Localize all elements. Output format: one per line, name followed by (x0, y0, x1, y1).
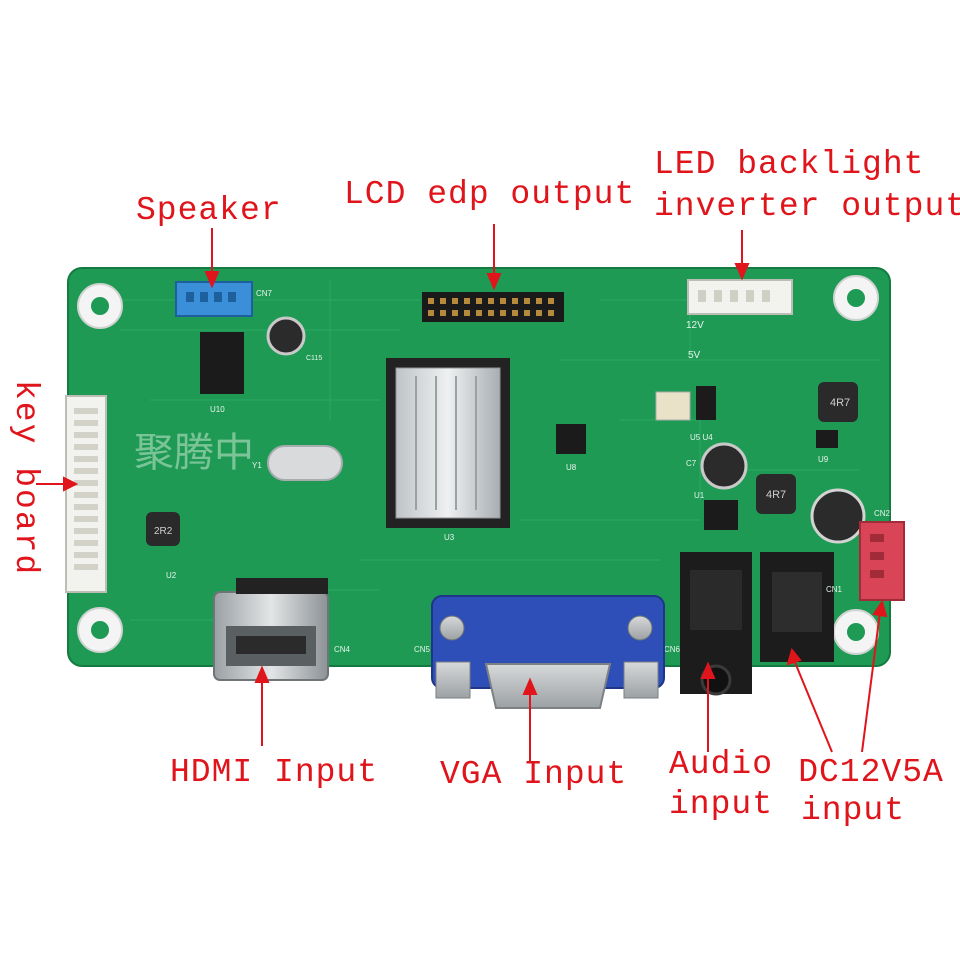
inductor-label-c: 2R2 (154, 526, 173, 537)
5v-silk: 5V (688, 350, 701, 361)
u9-silk: U9 (818, 455, 829, 464)
chip-u1 (704, 500, 738, 530)
capacitor-large (810, 488, 866, 544)
power-connector-cn2 (859, 521, 905, 601)
u1-silk: U1 (694, 491, 705, 500)
u10-silk: U10 (210, 405, 225, 414)
label-speaker: Speaker (136, 192, 282, 229)
chip-u5 (655, 391, 691, 421)
u8-silk: U8 (566, 463, 577, 472)
arrow-dc (793, 659, 833, 753)
callout-arrows (36, 224, 888, 762)
label-key-board: key board (7, 380, 44, 577)
label-lcd-edp-output: LCD edp output (344, 176, 636, 213)
lcd-edp-header (422, 292, 564, 322)
label-dc-input: input (800, 792, 906, 829)
label-inverter-output: inverter output (654, 188, 960, 225)
u2-silk: U2 (166, 571, 177, 580)
inductor-4r7-a (818, 382, 858, 422)
inductor-label-a: 4R7 (830, 397, 850, 409)
label-led-backlight: LED backlight (654, 146, 925, 183)
cn7-silk: CN7 (256, 289, 273, 298)
c115-silk: C115 (306, 355, 322, 362)
capacitor-c115 (266, 316, 306, 356)
chip-u4 (696, 386, 716, 420)
label-dc12v5a: DC12V5A (798, 754, 944, 791)
u3-silk: U3 (444, 533, 455, 542)
cn1-silk: CN1 (826, 585, 843, 594)
amplifier-chip (200, 332, 244, 394)
crystal-y1 (267, 445, 343, 481)
inductor-4r7-b (756, 474, 796, 514)
y1-silk: Y1 (252, 461, 262, 470)
vga-connector (431, 595, 665, 709)
c7-silk: C7 (686, 459, 697, 468)
cn5-silk: CN5 (414, 645, 431, 654)
cn6-silk: CN6 (664, 645, 681, 654)
arrow-cn2 (861, 611, 881, 753)
cn4-silk: CN4 (334, 645, 351, 654)
chip-u9 (816, 430, 838, 448)
u5u4-silk: U5 U4 (690, 433, 713, 442)
label-audio-input: input (668, 786, 774, 823)
hdmi-connector (213, 578, 329, 681)
inductor-label-b: 4R7 (766, 489, 786, 501)
label-audio: Audio (668, 746, 774, 783)
heatsink (395, 367, 501, 519)
label-vga-input: VGA Input (440, 756, 628, 793)
capacitor-c7 (700, 442, 748, 490)
12v-silk: 12V (686, 320, 704, 331)
watermark: 聚腾中 (134, 431, 254, 475)
chip-u8 (556, 424, 586, 454)
cn2-silk: CN2 (874, 509, 891, 518)
label-hdmi-input: HDMI Input (170, 754, 379, 791)
inductor-2r2 (146, 512, 180, 546)
